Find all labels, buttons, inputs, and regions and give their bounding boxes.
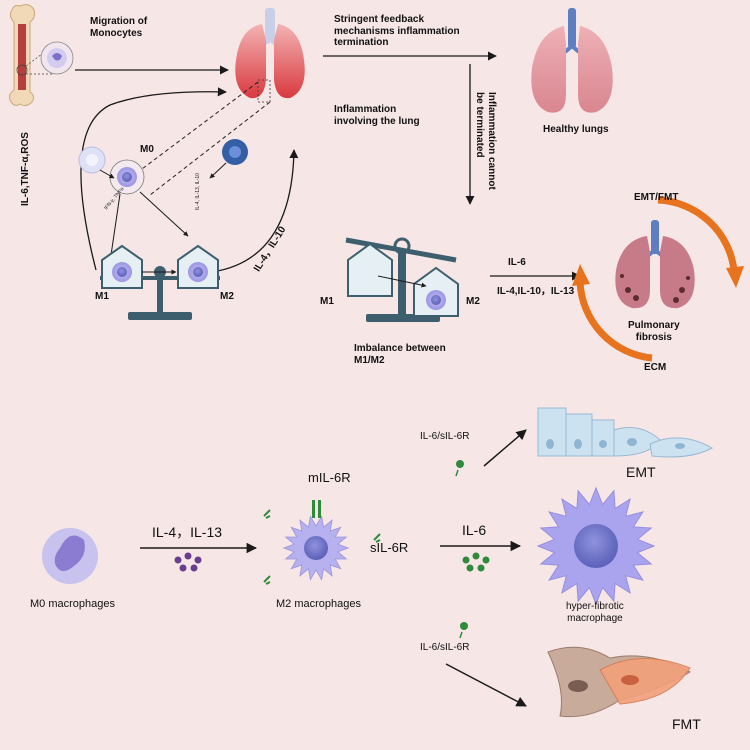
label-il6-bottom: IL-6 xyxy=(462,522,487,538)
label-cannot-terminate: Inflammation cannot be terminated xyxy=(474,92,498,190)
monocyte-icon xyxy=(40,41,74,75)
label-m0-macrophages: M0 macrophages xyxy=(30,598,115,610)
label-stringent-feedback: Stringent feedback mechanisms inflammati… xyxy=(334,14,460,48)
label-sil6r: sIL-6R xyxy=(370,540,409,555)
label-fmt: FMT xyxy=(672,716,701,732)
label-il6-top: IL-6 xyxy=(508,257,526,268)
label-ecm: ECM xyxy=(644,362,667,373)
fibrotic-lungs-icon xyxy=(615,220,695,309)
label-m2-macrophages: M2 macrophages xyxy=(276,598,361,610)
hyper-fibrotic-macrophage-icon xyxy=(536,486,656,606)
label-il6-sil6r-bottom: IL-6/sIL-6R xyxy=(420,642,470,653)
inflamed-lungs-icon xyxy=(235,8,305,103)
label-il6-sil6r-top: IL-6/sIL-6R xyxy=(420,431,470,442)
balance-scale-icon-middle xyxy=(345,237,459,322)
fibroblast-icon xyxy=(547,646,692,718)
epithelial-cells-icon xyxy=(537,407,714,458)
ligand-icons xyxy=(263,509,381,585)
label-m2-left: M2 xyxy=(220,291,234,302)
healthy-lungs-icon xyxy=(531,8,613,113)
m0-macrophage-large-icon xyxy=(42,528,98,584)
label-inflammation-lung: Inflammation involving the lung xyxy=(334,104,420,127)
receptor-icon xyxy=(312,500,321,518)
bone-marrow-icon xyxy=(9,4,35,107)
label-emt: EMT xyxy=(626,464,656,480)
balance-scale-icon-left xyxy=(100,244,220,320)
label-healthy-lungs: Healthy lungs xyxy=(543,124,609,135)
m2-macrophage-icon xyxy=(282,515,350,581)
label-pulmonary-fibrosis: Pulmonary fibrosis xyxy=(628,320,680,343)
label-hyper-fibrotic: hyper-fibrotic macrophage xyxy=(566,601,624,624)
label-m1-middle: M1 xyxy=(320,296,334,307)
label-m1-left: M1 xyxy=(95,291,109,302)
label-il4-il10-il13: IL-4,IL-10，IL-13 xyxy=(497,286,575,297)
label-mil6r: mIL-6R xyxy=(308,470,351,485)
label-il6-tnf-ros: IL-6,TNF-α,ROS xyxy=(20,132,31,206)
m0-macrophage-icon xyxy=(109,159,145,195)
label-imbalance: Imbalance between M1/M2 xyxy=(354,343,446,366)
label-il4-il13: IL-4，IL-13 xyxy=(152,524,223,540)
ligand-icon-fmt xyxy=(459,622,468,639)
cytokine-dot-icon-purple xyxy=(174,552,202,572)
label-migration: Migration of Monocytes xyxy=(90,16,148,39)
label-il4-il13-small: IL-4, IL-13, IL-10 xyxy=(195,173,201,210)
label-m0: M0 xyxy=(140,144,154,155)
ligand-icon-emt xyxy=(455,460,464,477)
fibrosis-cycle xyxy=(572,196,744,362)
label-emt-fmt: EMT/FMT xyxy=(634,192,679,203)
cytokine-dot-icon-green xyxy=(462,552,490,572)
label-m2-middle: M2 xyxy=(466,296,480,307)
